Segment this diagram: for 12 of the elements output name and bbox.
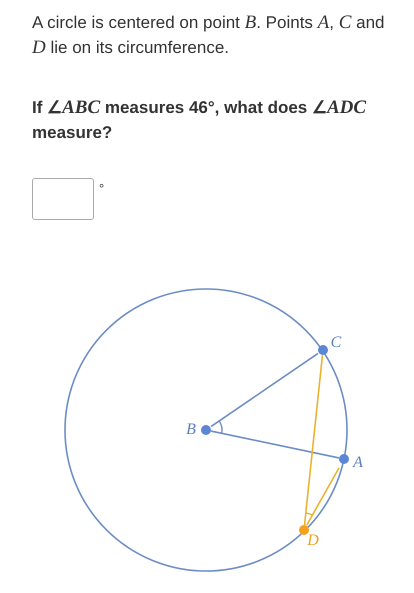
line-segment [210,430,340,459]
point-label: D [306,532,320,550]
point-label: A [351,454,364,472]
question-text: If ∠ABC measures 46°, what does ∠ADC measure? [32,96,368,144]
line-segment [210,352,318,428]
labelled-point [318,334,343,355]
degree-sign: ° [99,181,104,196]
line-segment [306,467,340,526]
problem-statement: A circle is centered on point B. Points A, C and D lie on its circumference. [32,11,386,60]
point-label: C [330,334,342,352]
line-segment [304,354,324,526]
point-label: B [185,421,197,439]
